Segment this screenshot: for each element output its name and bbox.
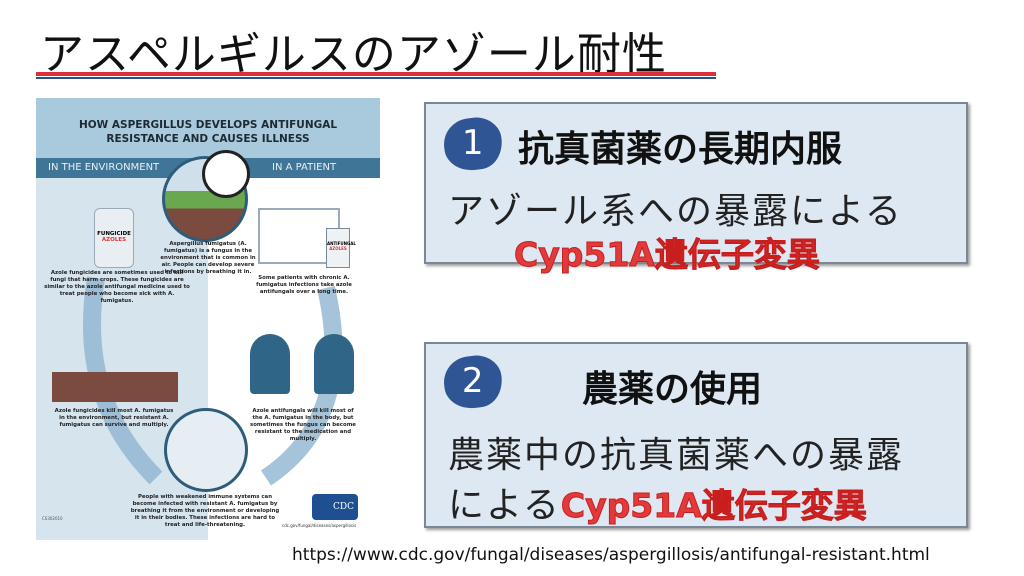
title-underline-red [36, 72, 716, 76]
badge-number: 1 [462, 123, 484, 164]
point-line-1: アゾール系への暴露による [448, 191, 903, 232]
point-line-2: によるCyp51A遺伝子変異 [448, 476, 867, 528]
point-heading: 農薬の使用 [582, 369, 763, 410]
antifungal-bottle-icon: ANTIFUNGAL AZOLES [326, 228, 356, 268]
title-underline-blue [36, 77, 716, 79]
sprayer-label: FUNGICIDE [97, 231, 131, 237]
point-line-prefix: による [448, 485, 561, 526]
badge-number: 2 [462, 361, 484, 402]
patient-bed-circle [164, 408, 248, 492]
caption-fungicide: Azole fungicides are sometimes used to k… [44, 270, 190, 304]
slide-title: アスペルギルスのアゾール耐性 [40, 29, 667, 80]
heading-line-2: RESISTANCE AND CAUSES ILLNESS [106, 133, 310, 145]
soil-crops-icon [52, 372, 178, 402]
source-url: https://www.cdc.gov/fungal/diseases/aspe… [292, 545, 930, 565]
bottle-label: ANTIFUNGAL [327, 241, 356, 246]
fungicide-sprayer-icon: FUNGICIDE AZOLES [94, 208, 134, 268]
cdc-url: cdc.gov/fungal/diseases/aspergillosis [282, 523, 357, 528]
infographic-heading: HOW ASPERGILLUS DEVELOPS ANTIFUNGAL RESI… [36, 98, 380, 158]
point-box-2: 2 農薬の使用 農薬中の抗真菌薬への暴露 によるCyp51A遺伝子変異 [424, 342, 968, 528]
number-badge-1: 1 [440, 114, 506, 174]
point-heading: 抗真菌薬の長期内服 [518, 129, 843, 170]
fungus-magnified-icon [202, 150, 250, 198]
sprayer-azoles: AZOLES [101, 237, 127, 243]
cdc-infographic: HOW ASPERGILLUS DEVELOPS ANTIFUNGAL RESI… [36, 98, 380, 540]
caption-env-kill: Azole fungicides kill most A. fumigatus … [54, 408, 174, 428]
point-highlight: Cyp51A遺伝子変異 [514, 235, 821, 275]
point-box-1: 1 抗真菌薬の長期内服 アゾール系への暴露による Cyp51A遺伝子変異 [424, 102, 968, 275]
lungs-icon [250, 334, 290, 394]
bottle-azoles: AZOLES [329, 246, 347, 251]
heading-line-1: HOW ASPERGILLUS DEVELOPS ANTIFUNGAL [78, 119, 338, 131]
lungs-resistant-icon [314, 334, 354, 394]
band-environment: IN THE ENVIRONMENT [48, 162, 160, 173]
caption-fungus: Aspergillus fumigatus (A. fumigatus) is … [160, 241, 256, 275]
point-line-1: 農薬中の抗真菌薬への暴露 [448, 435, 905, 476]
point-highlight: Cyp51A遺伝子変異 [560, 486, 867, 526]
number-badge-2: 2 [440, 352, 506, 412]
caption-body-kill: Azole antifungals will kill most of the … [250, 408, 356, 442]
infographic-code: CS302010 [42, 516, 63, 521]
cdc-logo: CDC [312, 494, 358, 520]
caption-people: People with weakened immune systems can … [130, 494, 280, 528]
band-patient: IN A PATIENT [272, 162, 337, 173]
caption-patients: Some patients with chronic A. fumigatus … [256, 275, 352, 295]
